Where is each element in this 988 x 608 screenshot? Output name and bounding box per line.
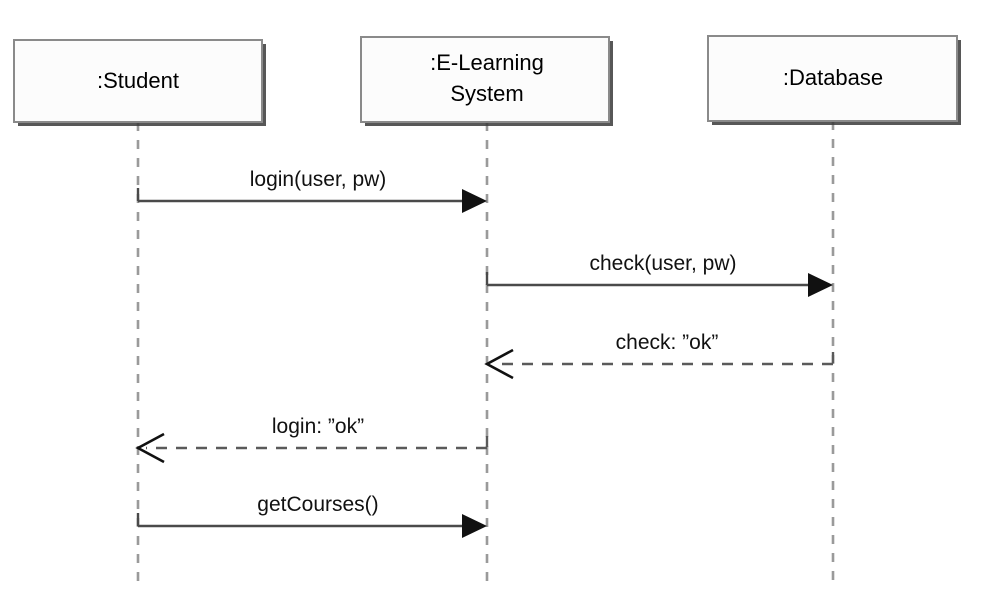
lifeline-system-label-line2: System <box>450 81 523 106</box>
message-check-request-label: check(user, pw) <box>589 252 736 275</box>
message-login-request-arrowhead-icon <box>462 189 487 213</box>
message-check-return[interactable]: check: ”ok” <box>484 331 835 380</box>
lifeline-database[interactable]: :Database <box>707 35 961 586</box>
message-check-request[interactable]: check(user, pw) <box>485 252 833 297</box>
lifeline-database-label: :Database <box>783 65 883 90</box>
lifeline-system[interactable]: :E-Learning System <box>360 36 613 586</box>
message-get-courses-arrowhead-icon <box>462 514 487 538</box>
message-check-return-label: check: ”ok” <box>616 331 719 354</box>
message-login-request-label: login(user, pw) <box>250 168 387 191</box>
lifeline-system-label-line1: :E-Learning <box>430 50 544 75</box>
messages-group: login(user, pw) check(user, pw) check: ”… <box>135 168 835 538</box>
lifeline-student[interactable]: :Student <box>13 39 266 586</box>
message-login-request[interactable]: login(user, pw) <box>136 168 487 213</box>
lifeline-database-box <box>707 35 958 122</box>
message-get-courses[interactable]: getCourses() <box>136 493 487 538</box>
message-check-return-arrowhead-icon <box>484 348 514 380</box>
lifelines-group: :Student :E-Learning System :Database <box>13 35 961 586</box>
message-login-return[interactable]: login: ”ok” <box>135 415 489 464</box>
message-login-return-arrowhead-icon <box>135 432 165 464</box>
lifeline-student-label: :Student <box>97 68 179 93</box>
message-get-courses-label: getCourses() <box>257 493 378 516</box>
lifeline-student-box <box>13 39 263 123</box>
message-login-return-label: login: ”ok” <box>272 415 364 438</box>
lifeline-system-box <box>360 36 610 123</box>
message-check-request-arrowhead-icon <box>808 273 833 297</box>
